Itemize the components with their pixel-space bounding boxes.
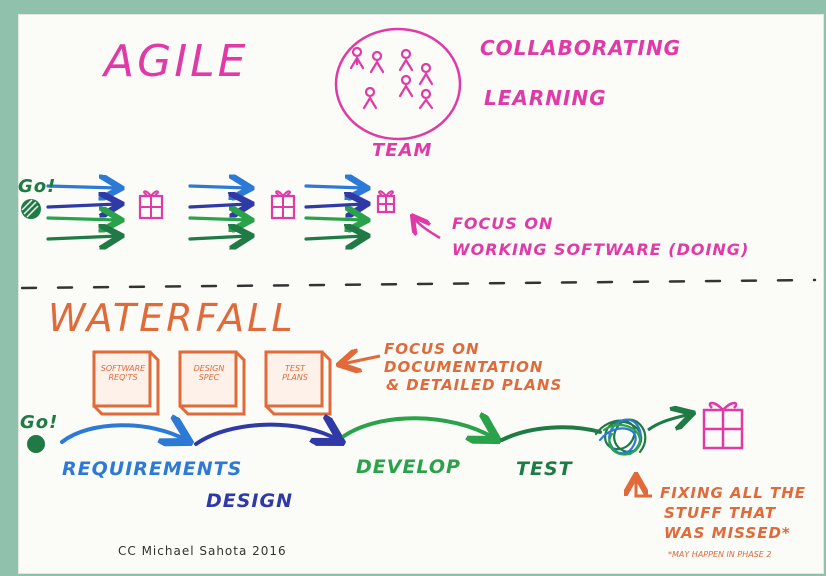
phase-design: DESIGN xyxy=(206,490,294,512)
agile-go-ball-icon xyxy=(21,199,41,219)
fixing-line1: FIXING ALL THE xyxy=(660,484,807,502)
phase-develop: DEVELOP xyxy=(356,456,461,478)
tangle-scribble xyxy=(594,418,647,456)
doc-label-design-line2: SPEC xyxy=(198,373,220,382)
agile-gift-icon xyxy=(138,190,164,220)
waterfall-focus-line3: & DETAILED PLANS xyxy=(386,376,563,394)
agile-iterations xyxy=(46,186,396,239)
doc-box-test-plans xyxy=(264,350,332,416)
agile-iteration-arrow xyxy=(46,186,118,188)
doc-label-design: DESIGN SPEC xyxy=(174,364,244,382)
design-arrow xyxy=(194,425,338,444)
waterfall-go-ball-icon xyxy=(27,435,45,453)
team-circle xyxy=(334,27,462,141)
doc-label-test: TEST PLANS xyxy=(260,364,330,382)
waterfall-focus-arrow xyxy=(342,356,381,364)
team-people-icons xyxy=(349,46,434,110)
agile-iteration-arrow xyxy=(304,218,364,220)
waterfall-title: WATERFALL xyxy=(48,296,296,340)
agile-focus-line1: FOCUS ON xyxy=(452,214,554,233)
section-divider xyxy=(20,278,817,290)
develop-arrow xyxy=(342,418,494,438)
waterfall-focus-line2: DOCUMENTATION xyxy=(384,358,544,376)
doc-label-requirements-line2: REQ'TS xyxy=(108,373,138,382)
test-arrow xyxy=(500,425,602,442)
doc-label-test-line1: TEST xyxy=(285,364,305,373)
final-gift-icon xyxy=(702,401,744,450)
agile-go-label: Go! xyxy=(18,176,57,197)
fixing-arrow xyxy=(636,478,652,498)
waterfall-focus-line1: FOCUS ON xyxy=(384,340,480,358)
doc-label-requirements-line1: SOFTWARE xyxy=(100,364,146,373)
phase-requirements: REQUIREMENTS xyxy=(62,458,243,480)
doc-box-requirements xyxy=(92,350,160,416)
trait-collaborating: COLLABORATING xyxy=(480,36,682,60)
doc-label-design-line1: DESIGN xyxy=(193,364,225,373)
waterfall-documents xyxy=(92,350,332,416)
agile-focus-line2: WORKING SOFTWARE (DOING) xyxy=(452,240,750,259)
agile-iteration-arrow xyxy=(46,204,118,207)
tangle-exit-arrow xyxy=(647,414,690,432)
fixing-footnote: *MAY HAPPEN IN PHASE 2 xyxy=(668,550,772,559)
agile-gift-icon xyxy=(270,190,296,220)
credit-line: CC Michael Sahota 2016 xyxy=(118,544,287,558)
fixing-line3: WAS MISSED* xyxy=(664,524,791,542)
doc-box-design-spec xyxy=(178,350,246,416)
fixing-line2: STUFF THAT xyxy=(664,504,777,522)
agile-iteration-arrow xyxy=(46,236,118,239)
team-label: TEAM xyxy=(372,140,433,161)
doc-label-test-line2: PLANS xyxy=(282,373,308,382)
waterfall-go-label: Go! xyxy=(20,412,59,433)
agile-focus-arrow xyxy=(414,218,441,240)
agile-iteration-arrow xyxy=(304,236,364,239)
requirements-arrow xyxy=(60,425,186,442)
agile-iteration-arrow xyxy=(304,204,364,207)
trait-learning: LEARNING xyxy=(484,86,607,110)
agile-iteration-arrow xyxy=(304,186,364,188)
agile-iteration-arrow xyxy=(188,186,248,188)
doc-label-requirements: SOFTWARE REQ'TS xyxy=(88,364,158,382)
agile-iteration-arrow xyxy=(46,218,118,220)
agile-iteration-arrow xyxy=(188,236,248,239)
agile-title: AGILE xyxy=(104,36,249,87)
agile-gift-icon xyxy=(376,190,396,214)
phase-test: TEST xyxy=(516,458,573,480)
agile-iteration-arrow xyxy=(188,204,248,207)
agile-iteration-arrow xyxy=(188,218,248,220)
